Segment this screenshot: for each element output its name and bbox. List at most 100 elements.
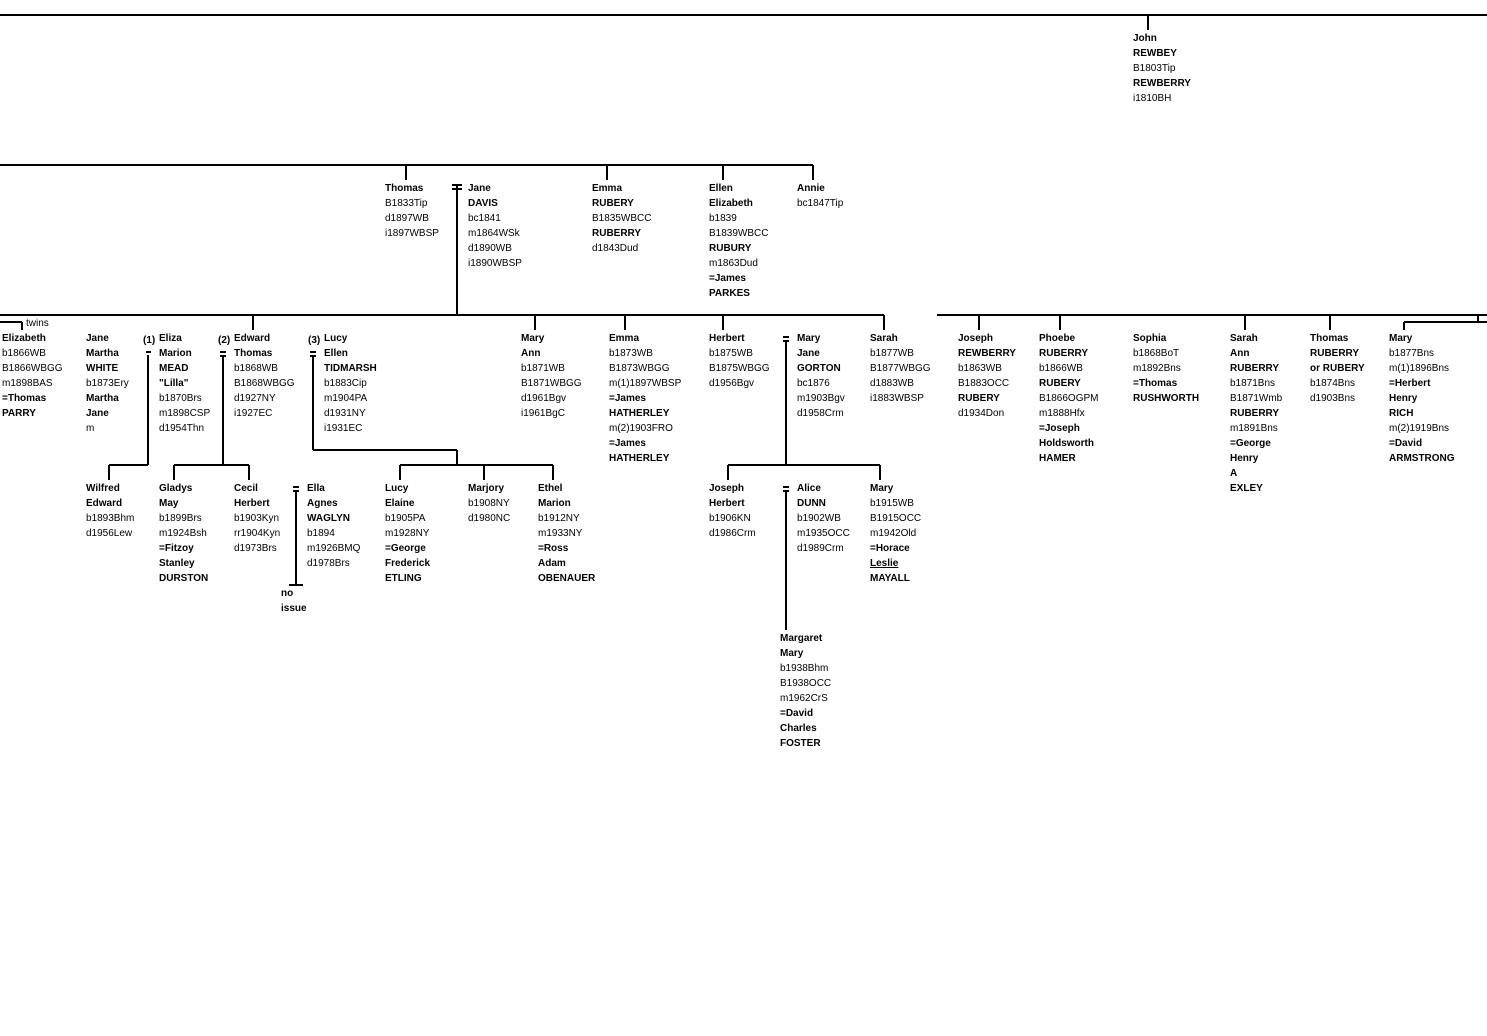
person-detail-line: DURSTON: [159, 573, 209, 584]
person-detail-line: B1915OCC: [870, 513, 922, 524]
person-detail-line: =David: [780, 708, 814, 719]
person-detail-line: m1898BAS: [2, 378, 53, 389]
person-detail-line: Marion: [538, 498, 571, 509]
person-detail-line: m1903Bgv: [797, 393, 845, 404]
person-detail-line: Leslie: [870, 558, 899, 569]
person-detail-line: RUBERRY: [1039, 348, 1089, 359]
person-detail-line: m1891Bns: [1230, 423, 1278, 434]
person-detail-line: b1877WB: [870, 348, 914, 359]
person-detail-line: d1890WB: [468, 243, 512, 254]
person-detail-line: =Herbert: [1389, 378, 1431, 389]
person-detail-line: RUBERY: [1039, 378, 1081, 389]
person-detail-line: b1903Kyn: [234, 513, 280, 524]
person-detail-line: d1980NC: [468, 513, 511, 524]
person-detail-line: ETLING: [385, 573, 422, 584]
person-detail-line: d1843Dud: [592, 243, 639, 254]
person-detail-line: m1926BMQ: [307, 543, 361, 554]
person-detail-line: B1873WBGG: [609, 363, 670, 374]
person-detail-line: m1935OCC: [797, 528, 850, 539]
person-detail-line: b1863WB: [958, 363, 1002, 374]
person-detail-line: b1908NY: [468, 498, 510, 509]
person-marjory: Marjory b1908NY d1980NC: [468, 481, 510, 526]
person-detail-line: REWBERRY: [1133, 78, 1191, 89]
person-detail-line: d1989Crm: [797, 543, 844, 554]
person-detail-line: REWBEY: [1133, 48, 1177, 59]
person-detail-line: A: [1230, 468, 1238, 479]
person-detail-line: =James: [709, 273, 746, 284]
person-detail-line: =David: [1389, 438, 1423, 449]
person-detail-line: Agnes: [307, 498, 338, 509]
person-detail-line: Lucy: [385, 483, 409, 494]
person-detail-line: Stanley: [159, 558, 195, 569]
person-detail-line: b1938Bhm: [780, 663, 829, 674]
person-detail-line: Marjory: [468, 483, 505, 494]
person-detail-line: B1938OCC: [780, 678, 832, 689]
person-detail-line: RUBERRY: [592, 228, 642, 239]
person-detail-line: =George: [385, 543, 426, 554]
person-detail-line: b1893Bhm: [86, 513, 135, 524]
person-detail-line: RUBERRY: [1310, 348, 1360, 359]
person-detail-line: b1873Ery: [86, 378, 129, 389]
person-detail-line: Marion: [159, 348, 192, 359]
person-detail-line: d1961Bgv: [521, 393, 567, 404]
person-detail-line: d1956Bgv: [709, 378, 755, 389]
person-detail-line: B1803Tip: [1133, 63, 1176, 74]
person-detail-line: Gladys: [159, 483, 193, 494]
person-detail-line: HATHERLEY: [609, 453, 670, 464]
person-detail-line: Mary: [870, 483, 894, 494]
person-detail-line: RUBERRY: [1230, 363, 1280, 374]
person-detail-line: b1868WB: [234, 363, 278, 374]
person-detail-line: HAMER: [1039, 453, 1076, 464]
person-detail-line: Sophia: [1133, 333, 1167, 344]
person-detail-line: Holdsworth: [1039, 438, 1094, 449]
person-detail-line: Mary: [1389, 333, 1413, 344]
person-detail-line: m1863Dud: [709, 258, 758, 269]
person-detail-line: Ann: [1230, 348, 1250, 359]
person-detail-line: d1903Bns: [1310, 393, 1356, 404]
person-detail-line: b1873WB: [609, 348, 653, 359]
person-detail-line: Annie: [797, 183, 825, 194]
person-detail-line: d1934Don: [958, 408, 1005, 419]
person-detail-line: Elizabeth: [709, 198, 753, 209]
person-detail-line: b1871Bns: [1230, 378, 1276, 389]
person-detail-line: m1892Bns: [1133, 363, 1181, 374]
person-detail-line: RUSHWORTH: [1133, 393, 1200, 404]
person-detail-line: REWBERRY: [958, 348, 1016, 359]
person-detail-line: =Thomas: [1133, 378, 1178, 389]
person-detail-line: B1868WBGG: [234, 378, 295, 389]
person-detail-line: B1871Wmb: [1230, 393, 1283, 404]
person-detail-line: "Lilla": [159, 378, 189, 389]
person-detail-line: b1912NY: [538, 513, 580, 524]
person-detail-line: HATHERLEY: [609, 408, 670, 419]
person-detail-line: =James: [609, 393, 646, 404]
person-detail-line: B1839WBCC: [709, 228, 769, 239]
person-detail-line: Jane: [468, 183, 491, 194]
person-detail-line: Adam: [538, 558, 566, 569]
person-detail-line: Phoebe: [1039, 333, 1076, 344]
person-detail-line: b1877Bns: [1389, 348, 1435, 359]
person-detail-line: =Horace: [870, 543, 910, 554]
person-detail-line: b1866WB: [1039, 363, 1083, 374]
person-detail-line: Jane: [86, 408, 109, 419]
person-detail-line: DAVIS: [468, 198, 498, 209]
person-detail-line: bc1847Tip: [797, 198, 844, 209]
person-detail-line: EXLEY: [1230, 483, 1263, 494]
person-detail-line: B1877WBGG: [870, 363, 931, 374]
person-detail-line: d1958Crm: [797, 408, 844, 419]
person-detail-line: bc1841: [468, 213, 501, 224]
person-detail-line: b1866WB: [2, 348, 46, 359]
person-detail-line: Thomas: [234, 348, 273, 359]
person-detail-line: or RUBERY: [1310, 363, 1365, 374]
